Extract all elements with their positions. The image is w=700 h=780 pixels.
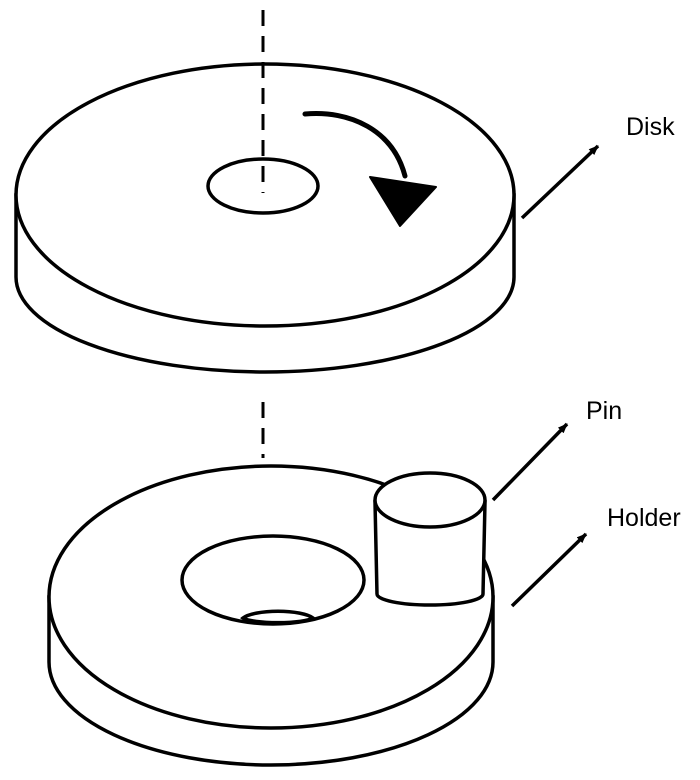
pin [373, 471, 487, 607]
disk-label: Disk [626, 113, 675, 141]
pin-top-face [373, 471, 487, 529]
rotation-arrow-icon [302, 111, 437, 227]
pin-label: Pin [586, 397, 622, 425]
holder-inner-hole [240, 609, 316, 625]
leader-arrows [491, 144, 600, 608]
holder-leader-arrow [510, 532, 588, 608]
pin-body [373, 500, 487, 607]
holder-label: Holder [607, 504, 681, 532]
disk-leader-arrow [520, 144, 600, 220]
disk [14, 62, 516, 374]
disk-center-hole [206, 157, 320, 215]
pin-leader-arrow [491, 422, 569, 502]
